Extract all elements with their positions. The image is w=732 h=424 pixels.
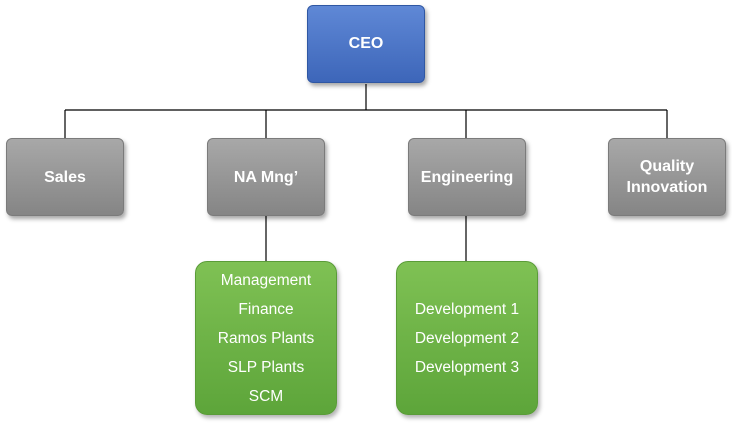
unit-scm: SCM <box>248 387 284 405</box>
department-quality-innovation-box: Quality Innovation <box>608 138 726 216</box>
department-engineering-box: Engineering <box>408 138 526 216</box>
unit-finance: Finance <box>238 300 294 318</box>
unit-management: Management <box>220 271 312 289</box>
department-na-mng-box: NA Mng’ <box>207 138 325 216</box>
ceo-box: CEO <box>307 5 425 83</box>
department-quality-innovation-label: Quality Innovation <box>626 158 708 196</box>
department-engineering-label: Engineering <box>420 168 514 186</box>
ceo-label: CEO <box>348 35 384 52</box>
department-sales-label: Sales <box>44 168 86 186</box>
na-mng-units-box: Management Finance Ramos Plants SLP Plan… <box>195 261 337 415</box>
unit-development-2: Development 2 <box>414 329 520 347</box>
unit-slp-plants: SLP Plants <box>227 358 305 376</box>
unit-ramos-plants: Ramos Plants <box>217 329 315 347</box>
engineering-units-box: Development 1 Development 2 Development … <box>396 261 538 415</box>
unit-development-3: Development 3 <box>414 358 520 376</box>
department-sales-box: Sales <box>6 138 124 216</box>
unit-development-1: Development 1 <box>414 300 520 318</box>
department-na-mng-label: NA Mng’ <box>233 168 299 186</box>
